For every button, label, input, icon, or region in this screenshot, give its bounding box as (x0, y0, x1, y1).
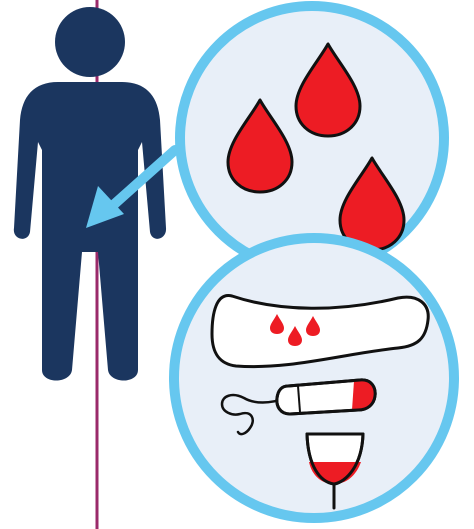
blood-drops-circle (180, 6, 444, 270)
menstrual-products-circle (174, 238, 454, 518)
person-silhouette-icon (14, 7, 166, 381)
